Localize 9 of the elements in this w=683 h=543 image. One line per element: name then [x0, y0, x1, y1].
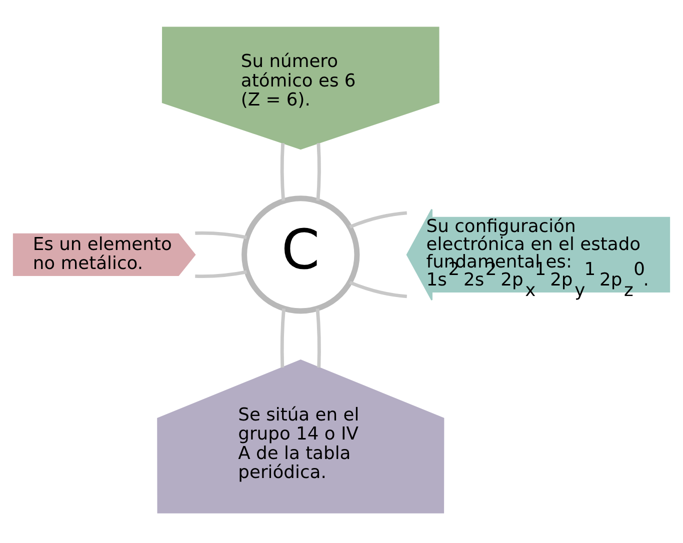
connector	[280, 308, 286, 368]
connector	[316, 308, 321, 368]
connector	[349, 211, 408, 229]
node-circle: C	[242, 196, 360, 314]
connector	[280, 143, 286, 201]
connector	[349, 280, 408, 298]
connector	[195, 270, 247, 278]
connector	[316, 143, 321, 201]
connector	[195, 231, 247, 240]
